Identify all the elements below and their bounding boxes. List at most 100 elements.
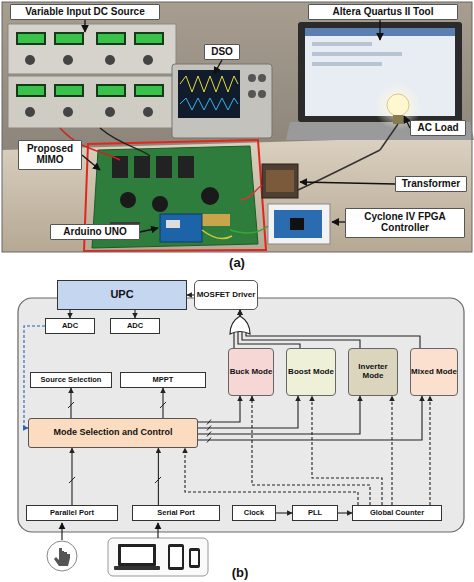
- bus-marks: [69, 477, 75, 483]
- lamp-illustration: [374, 82, 422, 150]
- process-box: ADC: [45, 318, 95, 334]
- photo-callout: AC Load: [410, 120, 466, 136]
- dc-source-illustration: [134, 32, 164, 45]
- connector: [162, 388, 163, 418]
- dc-source-illustration: [25, 107, 35, 117]
- control-box: Mode Selection and Control: [28, 418, 198, 448]
- connector: [69, 310, 70, 318]
- bus-marks: [68, 402, 211, 483]
- leader-arrows: [379, 20, 380, 40]
- oscilloscope-illustration: [172, 64, 272, 138]
- node-text: Mixed Mode: [411, 368, 457, 377]
- dc-source-illustration: [96, 84, 126, 97]
- fpga-illustration: [268, 204, 330, 244]
- lab-photo: [2, 2, 474, 252]
- input-device-icons: [61, 523, 62, 540]
- process-box: PLL: [292, 505, 338, 521]
- connector: [198, 396, 298, 428]
- converter-board-illustration: [120, 192, 136, 208]
- laptop-illustration: [312, 52, 402, 56]
- controller-box: UPC: [57, 280, 187, 310]
- dc-source-illustration: [143, 55, 153, 65]
- node-text: DSO: [211, 47, 233, 58]
- panel-label: (a): [229, 255, 245, 270]
- dc-source-illustration: [16, 32, 46, 45]
- node-text: MOSFET Driver: [197, 291, 256, 300]
- dc-source-illustration: [136, 34, 162, 43]
- oscilloscope-illustration: [180, 76, 238, 92]
- mode-box: Buck Mode: [228, 348, 274, 396]
- leader-arrows: [84, 20, 85, 32]
- connector: [238, 310, 300, 348]
- wires-illustration: [202, 230, 232, 238]
- transformer-illustration: [262, 164, 298, 198]
- input-device-icons: [157, 523, 158, 538]
- node-text: Cyclone IV FPGA Controller: [346, 212, 464, 234]
- oscilloscope-illustration: [180, 98, 238, 110]
- arduino-illustration: [160, 214, 202, 242]
- oscilloscope-illustration: [178, 70, 240, 118]
- or-gate: [230, 316, 250, 334]
- dc-source-illustration: [54, 32, 84, 45]
- process-box: ADC: [110, 318, 160, 334]
- dashed-connector: [429, 396, 430, 505]
- laptop-illustration: [312, 62, 382, 66]
- node-text: Transformer: [402, 179, 460, 190]
- arduino-illustration: [160, 214, 202, 242]
- connector: [198, 396, 422, 440]
- photo-callout: Cyclone IV FPGA Controller: [345, 208, 465, 238]
- process-box: Global Counter: [352, 505, 442, 521]
- dc-source-illustration: [56, 86, 82, 95]
- mode-box: Mixed Mode: [410, 348, 458, 396]
- node-text: Parallel Port: [50, 509, 94, 517]
- wires-illustration: [230, 226, 268, 233]
- input-device-icons: [54, 548, 70, 566]
- dashed-connector: [24, 326, 45, 428]
- input-device-icons: [189, 548, 200, 568]
- process-box: Clock: [232, 505, 276, 521]
- dashed-connector: [312, 396, 382, 505]
- node-text: Mode Selection and Control: [53, 428, 172, 438]
- mode-box: Boost Mode: [286, 348, 336, 396]
- fpga-block-outline: [18, 298, 464, 532]
- process-box: Source Selection: [30, 372, 112, 388]
- process-box: MPPT: [120, 372, 206, 388]
- fpga-illustration: [274, 210, 322, 238]
- input-device-icons: [47, 541, 77, 571]
- connector: [198, 396, 360, 434]
- dc-source-illustration: [98, 34, 124, 43]
- mode-box: Inverter Mode: [348, 348, 398, 396]
- photo-callout: DSO: [204, 44, 240, 60]
- driver-box: MOSFET Driver: [194, 280, 258, 310]
- or-gate: [230, 316, 250, 334]
- input-device-icons: [168, 544, 184, 570]
- converter-board-illustration: [178, 156, 194, 178]
- wires-illustration: [240, 185, 262, 200]
- converter-board-illustration: [134, 156, 150, 178]
- node-text: Clock: [244, 509, 264, 517]
- dashed-connector: [252, 396, 370, 505]
- lamp-illustration: [393, 115, 403, 124]
- connector: [134, 310, 135, 318]
- node-text: ADC: [62, 322, 78, 330]
- connector: [234, 310, 240, 348]
- bus-marks: [207, 432, 211, 437]
- fpga-illustration: [290, 218, 304, 230]
- node-text: Arduino UNO: [63, 227, 126, 238]
- input-device-icons: [118, 544, 156, 566]
- dc-source-illustration: [143, 107, 153, 117]
- process-box: Parallel Port: [26, 505, 118, 521]
- bus-marks: [207, 438, 211, 443]
- connector: [70, 388, 71, 418]
- dc-source-illustration: [16, 84, 46, 97]
- node-text: PLL: [308, 509, 322, 517]
- connector: [187, 294, 194, 295]
- input-device-icons: [121, 547, 153, 563]
- node-text: Global Counter: [370, 509, 424, 517]
- dc-source-illustration: [54, 84, 84, 97]
- wires-illustration: [100, 128, 150, 156]
- dc-source-illustration: [105, 107, 115, 117]
